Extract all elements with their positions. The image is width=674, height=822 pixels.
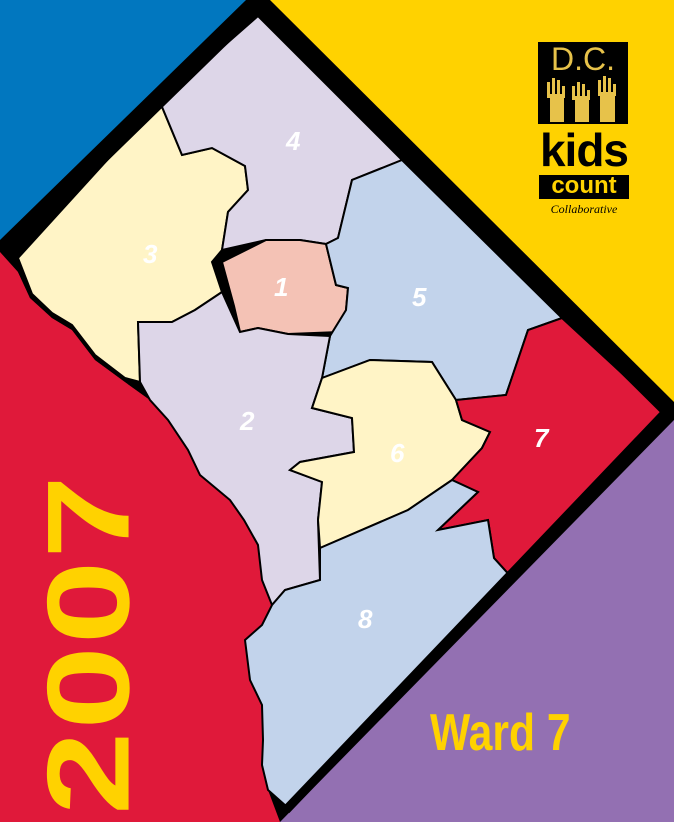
ward-label-3: 3 (143, 239, 158, 269)
bottom-right-panel (280, 420, 674, 822)
ward-8-shape (243, 478, 514, 808)
ward-label-8: 8 (358, 604, 373, 634)
report-year: 2007 (22, 473, 154, 815)
top-left-panel (0, 0, 246, 240)
left-river-panel (0, 252, 280, 822)
ward-title: Ward 7 (430, 704, 571, 762)
logo-count-box: count (539, 172, 629, 199)
logo-collaborative-text: Collaborative (550, 202, 618, 216)
ward-label-2: 2 (239, 406, 255, 436)
raised-hands-icon (547, 76, 616, 122)
ward-label-4: 4 (285, 126, 301, 156)
logo-dc-box: D.C. (538, 42, 628, 124)
ward-label-1: 1 (274, 272, 288, 302)
logo-dc-text: D.C. (551, 41, 615, 77)
dc-kids-count-logo: D.C. kids count Collaborative (535, 42, 633, 222)
logo-count-text: count (551, 172, 617, 199)
ward-label-7: 7 (534, 423, 550, 453)
logo-kids-text: kids (539, 124, 629, 176)
ward-label-5: 5 (412, 282, 427, 312)
ward-label-6: 6 (390, 438, 405, 468)
district-border-top (4, 1, 673, 814)
